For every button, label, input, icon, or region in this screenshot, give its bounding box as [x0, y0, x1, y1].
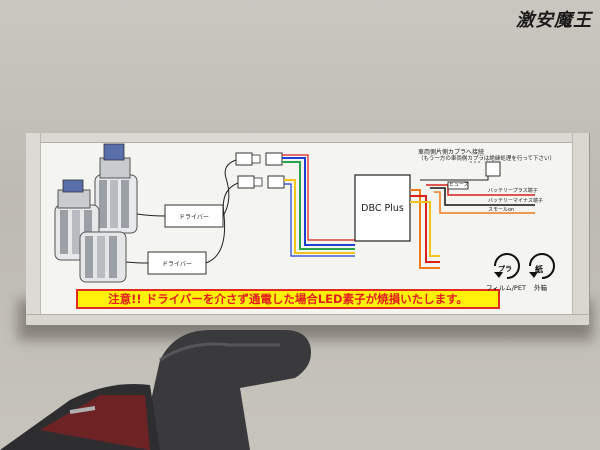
- box-left-flap: [26, 133, 41, 323]
- plastic-recycle-icon: [494, 253, 520, 279]
- box-bottom-edge: [26, 314, 588, 325]
- connector-upper: [235, 152, 283, 166]
- wire-label-battery-minus: バッテリーマイナス端子: [488, 198, 543, 204]
- connector-lower: [237, 175, 285, 189]
- box-top-edge: [26, 133, 588, 143]
- dbc-controller-box: [354, 174, 411, 242]
- wire-label-small: スモールon: [488, 207, 515, 213]
- driver-label-lower: ドライバー: [162, 260, 192, 268]
- paper-caption: 外箱: [534, 284, 547, 292]
- wire-label-battery-plus: バッテリープラス端子: [488, 188, 538, 194]
- plastic-symbol-text: プラ: [498, 265, 512, 273]
- fuse-label: ヒューズ: [449, 182, 469, 188]
- led-bulb-lower: [79, 231, 127, 283]
- note-line-2: （もう一方の車両側カプラは絶縁処理を行って下さい）: [418, 156, 556, 162]
- plastic-caption: フィルム/PET: [486, 284, 526, 292]
- shop-logo: 激安魔王: [516, 10, 592, 31]
- paper-symbol-text: 紙: [535, 265, 543, 274]
- driver-label-upper: ドライバー: [179, 213, 209, 221]
- box-right-flap: [572, 133, 589, 323]
- note-line-1: 車両側片側カプラへ接続: [418, 149, 485, 156]
- warning-banner: 注意!! ドライバーを介さず通電した場合LED素子が焼損いたします。: [76, 289, 500, 309]
- gloved-hand: [0, 330, 311, 450]
- fuse-box: [447, 181, 469, 190]
- led-bulb-upper: [94, 143, 138, 234]
- dbc-controller-label: DBC Plus: [361, 202, 404, 214]
- paper-recycle-icon: [529, 253, 555, 279]
